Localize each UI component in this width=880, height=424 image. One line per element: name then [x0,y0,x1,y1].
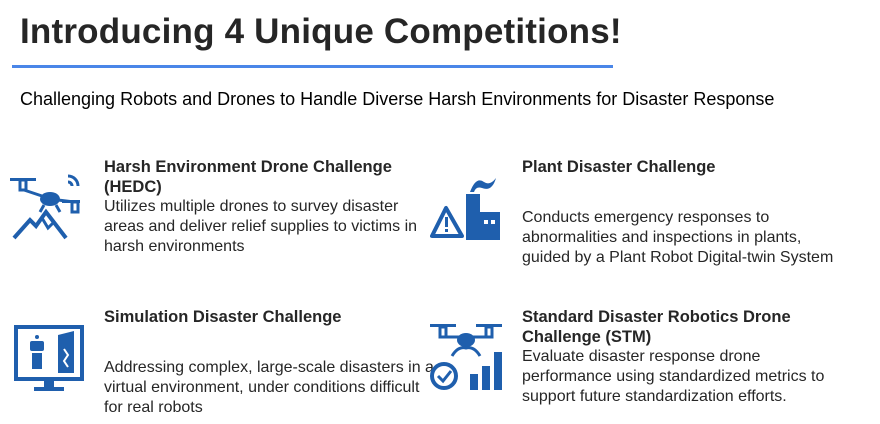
competition-title: Plant Disaster Challenge [522,158,716,176]
competition-description: Conducts emergency responses to abnormal… [522,209,834,266]
drone-metrics-icon [430,322,502,394]
competition-card-hedc: Harsh Environment Drone Challenge (HEDC)… [104,157,434,257]
competition-description: Evaluate disaster response drone perform… [522,348,825,405]
page-subtitle: Challenging Robots and Drones to Handle … [20,89,775,109]
competition-card-plant: Plant Disaster Challenge Conducts emerge… [522,157,852,268]
competition-title: Harsh Environment Drone Challenge (HEDC) [104,158,392,196]
competition-description: Utilizes multiple drones to survey disas… [104,198,418,255]
competition-title: Standard Disaster Robotics Drone Challen… [522,308,791,346]
competition-description: Addressing complex, large-scale disaster… [104,359,434,416]
title-underline [12,65,613,68]
monitor-robot-icon [12,325,84,397]
page-title: Introducing 4 Unique Competitions! [20,12,622,51]
drone-mountain-icon [8,172,80,244]
plant-warning-icon [430,172,502,244]
competition-card-simulation: Simulation Disaster Challenge Addressing… [104,307,434,418]
competition-card-stm: Standard Disaster Robotics Drone Challen… [522,307,852,407]
competition-title: Simulation Disaster Challenge [104,308,342,326]
